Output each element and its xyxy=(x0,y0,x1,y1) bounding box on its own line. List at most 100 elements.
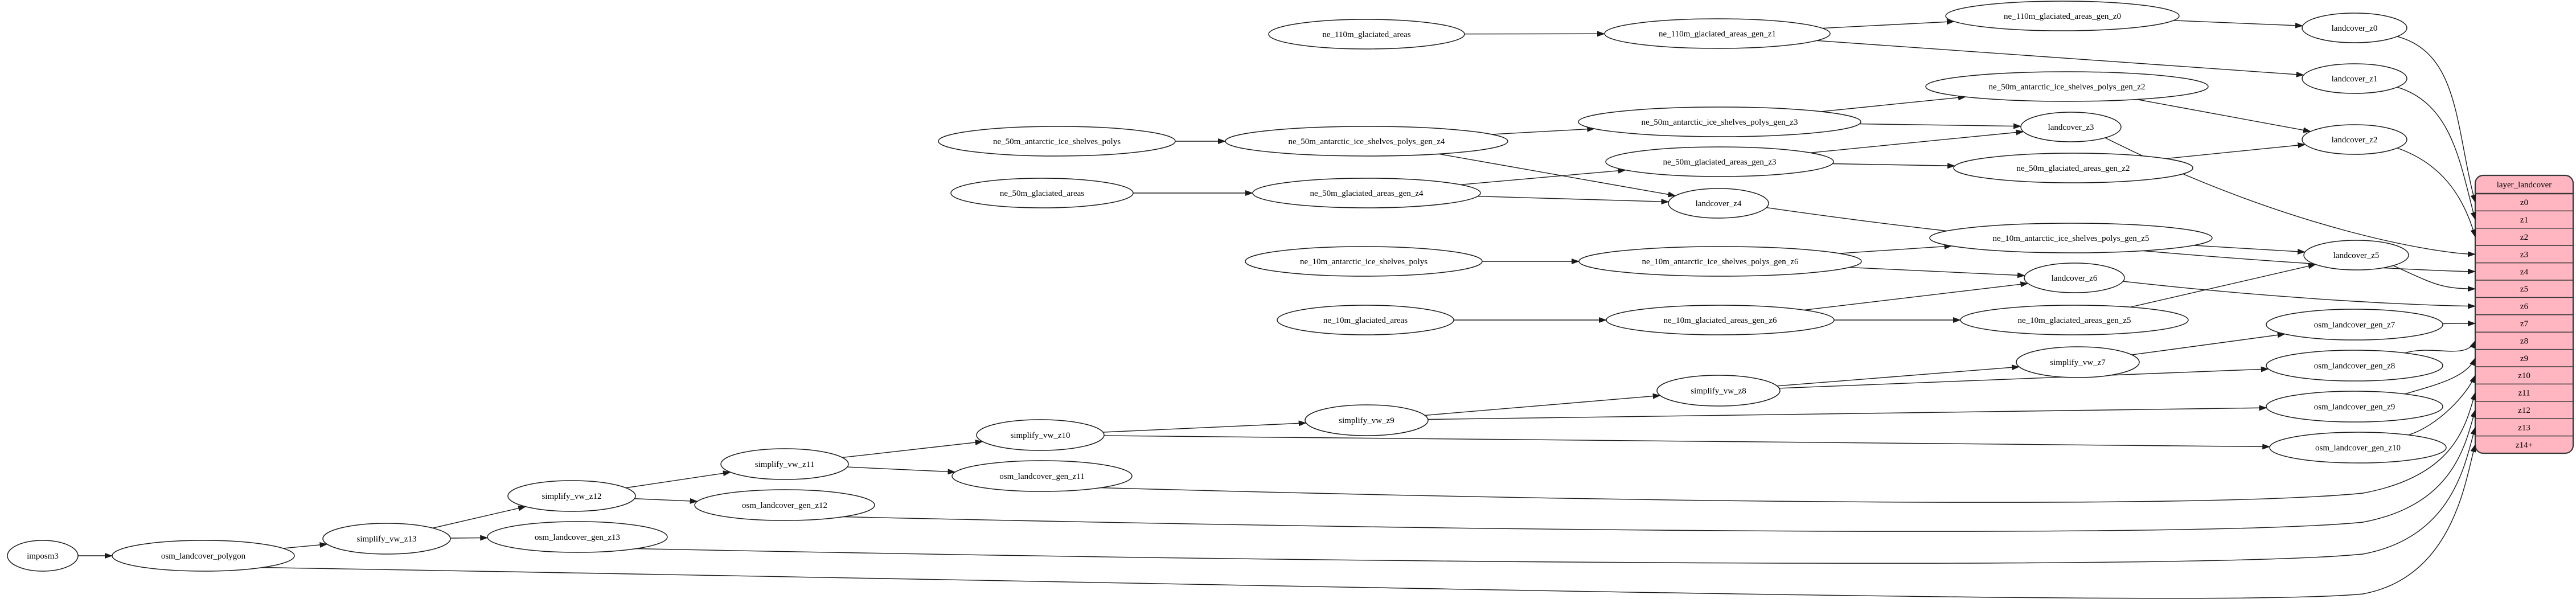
table-row-z8: z8 xyxy=(2520,337,2528,346)
node-label: landcover_z2 xyxy=(2332,136,2378,145)
edge-ne_110m_glaciated_areas_gen_z0-to-landcover_z0 xyxy=(2173,20,2303,28)
table-row-z11: z11 xyxy=(2518,389,2530,398)
node-ellipse xyxy=(1578,246,1862,277)
edge-osm_landcover_polygon-to-z14+ xyxy=(262,444,2476,599)
node-ellipse xyxy=(2302,63,2407,94)
table-row-z2: z2 xyxy=(2520,233,2528,242)
node-simplify_vw_z13: simplify_vw_z13 xyxy=(322,523,451,555)
node-ne_110m_glaciated_areas: ne_110m_glaciated_areas xyxy=(1268,19,1465,50)
node-ne_50m_antarctic_ice_shelves_polys_gen_z2: ne_50m_antarctic_ice_shelves_polys_gen_z… xyxy=(1925,71,2209,102)
node-osm_landcover_polygon: osm_landcover_polygon xyxy=(112,540,295,572)
node-osm_landcover_gen_z11: osm_landcover_gen_z11 xyxy=(951,460,1133,492)
node-label: ne_50m_glaciated_areas xyxy=(1000,189,1084,198)
node-ne_10m_glaciated_areas_gen_z6: ne_10m_glaciated_areas_gen_z6 xyxy=(1606,305,1835,335)
table-row-z3: z3 xyxy=(2520,250,2528,259)
table-row-z6: z6 xyxy=(2520,302,2529,311)
node-osm_landcover_gen_z9: osm_landcover_gen_z9 xyxy=(2266,391,2443,423)
table-row-z1: z1 xyxy=(2520,216,2528,225)
table-row-label: z9 xyxy=(2520,354,2528,363)
table-row-label: z8 xyxy=(2520,337,2528,346)
node-label: osm_landcover_gen_z12 xyxy=(742,501,827,510)
node-ellipse xyxy=(1953,153,2193,183)
node-ellipse xyxy=(2266,309,2443,341)
node-label: ne_50m_antarctic_ice_shelves_polys_gen_z… xyxy=(1989,83,2146,92)
table-row-label: z1 xyxy=(2520,216,2528,225)
edge-landcover_z1-to-z1 xyxy=(2397,87,2476,220)
node-osm_landcover_gen_z12: osm_landcover_gen_z12 xyxy=(694,489,875,521)
node-label: ne_50m_glaciated_areas_gen_z3 xyxy=(1663,158,1776,167)
table-row-z14+: z14+ xyxy=(2516,441,2533,450)
edge-simplify_vw_z10-to-osm_landcover_gen_z10 xyxy=(1104,435,2271,450)
table-title: layer_landcover xyxy=(2497,181,2552,190)
edge-osm_landcover_gen_z13-to-z13 xyxy=(635,427,2476,564)
edge-ne_110m_glaciated_areas_gen_z1-to-ne_110m_glaciated_areas_gen_z0 xyxy=(1822,19,1955,29)
node-ellipse xyxy=(2016,346,2140,378)
node-ne_50m_antarctic_ice_shelves_polys: ne_50m_antarctic_ice_shelves_polys xyxy=(938,126,1176,157)
edge-ne_50m_antarctic_ice_shelves_polys_gen_z3-to-landcover_z3 xyxy=(1859,123,2022,129)
node-ellipse xyxy=(950,178,1134,208)
edge-ne_10m_glaciated_areas_gen_z6-to-landcover_z6 xyxy=(1804,281,2029,311)
table-row-z13: z13 xyxy=(2518,423,2530,432)
table-row-label: z11 xyxy=(2518,389,2530,398)
edge-ne_50m_antarctic_ice_shelves_polys_gen_z3-to-ne_50m_antarctic_ice_shelves_polys_gen_z2 xyxy=(1820,95,1966,112)
edge-osm_landcover_gen_z7-to-z7 xyxy=(2442,321,2476,327)
table-row-label: z6 xyxy=(2520,302,2529,311)
edge-ne_50m_antarctic_ice_shelves_polys_gen_z4-to-landcover_z4 xyxy=(1438,153,1676,198)
node-ne_10m_antarctic_ice_shelves_polys_gen_z6: ne_10m_antarctic_ice_shelves_polys_gen_z… xyxy=(1578,246,1862,277)
table-row-label: z4 xyxy=(2520,268,2529,277)
node-ne_110m_glaciated_areas_gen_z0: ne_110m_glaciated_areas_gen_z0 xyxy=(1945,1,2180,31)
node-ne_50m_glaciated_areas_gen_z3: ne_50m_glaciated_areas_gen_z3 xyxy=(1605,146,1834,177)
node-simplify_vw_z7: simplify_vw_z7 xyxy=(2016,346,2140,378)
node-ellipse xyxy=(951,460,1133,492)
edge-ne_50m_glaciated_areas_gen_z3-to-ne_50m_glaciated_areas_gen_z2 xyxy=(1832,163,1956,169)
edge-ne_50m_glaciated_areas_gen_z3-to-landcover_z3 xyxy=(1810,129,2024,153)
node-ellipse xyxy=(2302,124,2407,155)
node-ellipse xyxy=(2269,432,2447,464)
node-label: simplify_vw_z8 xyxy=(1691,387,1746,396)
node-ellipse xyxy=(720,448,849,480)
node-ellipse xyxy=(938,126,1176,157)
node-label: osm_landcover_gen_z7 xyxy=(2314,321,2395,330)
node-landcover_z2: landcover_z2 xyxy=(2302,124,2407,155)
node-label: simplify_vw_z7 xyxy=(2050,358,2106,367)
node-label: landcover_z4 xyxy=(1696,199,1742,208)
table-row-label: z3 xyxy=(2520,250,2528,259)
table-row-z4: z4 xyxy=(2520,268,2529,277)
edge-osm_landcover_gen_z10-to-z10 xyxy=(2408,375,2476,436)
edge-ne_50m_glaciated_areas_gen_z4-to-landcover_z4 xyxy=(1478,195,1670,205)
node-ellipse xyxy=(1656,375,1781,407)
edge-ne_50m_glaciated_areas_gen_z2-to-landcover_z2 xyxy=(2165,142,2306,159)
node-ellipse xyxy=(1606,305,1835,335)
node-ellipse xyxy=(7,540,79,572)
node-ne_110m_glaciated_areas_gen_z1: ne_110m_glaciated_areas_gen_z1 xyxy=(1604,18,1831,49)
edge-osm_landcover_gen_z11-to-z11 xyxy=(1100,392,2476,503)
edge-simplify_vw_z8-to-simplify_vw_z7 xyxy=(1777,364,2020,387)
table-row-label: z10 xyxy=(2518,371,2530,380)
edge-landcover_z2-to-z2 xyxy=(2397,147,2476,237)
node-ellipse xyxy=(1252,178,1481,208)
node-ne_10m_antarctic_ice_shelves_polys: ne_10m_antarctic_ice_shelves_polys xyxy=(1245,246,1483,277)
edge-ne_50m_antarctic_ice_shelves_polys_gen_z2-to-landcover_z2 xyxy=(2136,99,2311,133)
table-row-label: z2 xyxy=(2520,233,2528,242)
edge-osm_landcover_gen_z12-to-z12 xyxy=(843,409,2476,532)
table-row-z5: z5 xyxy=(2520,285,2528,294)
node-label: landcover_z6 xyxy=(2052,274,2098,283)
node-ne_50m_antarctic_ice_shelves_polys_gen_z4: ne_50m_antarctic_ice_shelves_polys_gen_z… xyxy=(1225,126,1508,157)
node-landcover_z3: landcover_z3 xyxy=(2020,112,2122,142)
node-label: simplify_vw_z12 xyxy=(542,492,602,501)
edge-landcover_z6-to-z6 xyxy=(2123,281,2476,309)
node-label: simplify_vw_z13 xyxy=(357,535,417,544)
node-ne_10m_glaciated_areas_gen_z5: ne_10m_glaciated_areas_gen_z5 xyxy=(1960,305,2189,335)
node-ne_50m_glaciated_areas_gen_z2: ne_50m_glaciated_areas_gen_z2 xyxy=(1953,153,2193,183)
edge-simplify_vw_z12-to-simplify_vw_z11 xyxy=(626,470,731,489)
node-label: simplify_vw_z9 xyxy=(1339,416,1394,425)
node-ellipse xyxy=(1578,106,1861,137)
node-landcover_z0: landcover_z0 xyxy=(2302,13,2407,43)
node-label: landcover_z5 xyxy=(2333,251,2380,260)
node-label: ne_110m_glaciated_areas_gen_z1 xyxy=(1659,30,1776,39)
node-ellipse xyxy=(694,489,875,521)
node-ellipse xyxy=(322,523,451,555)
node-ellipse xyxy=(1268,19,1465,50)
